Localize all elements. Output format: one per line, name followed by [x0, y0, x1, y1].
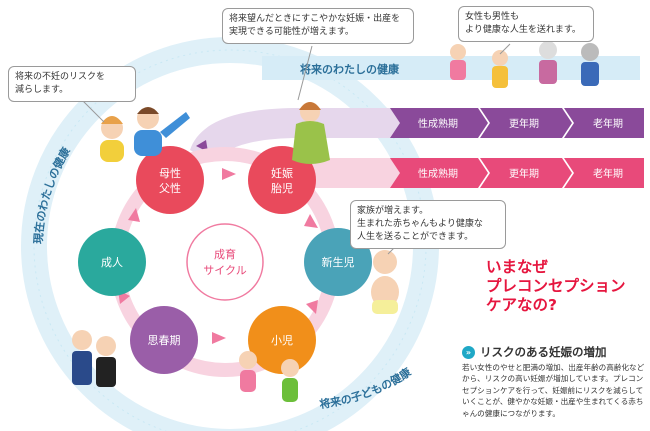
node-child: 小児	[248, 306, 316, 374]
callout-family: 家族が増えます。 生まれた赤ちゃんもより健康な 人生を送ることができます。	[350, 200, 506, 249]
risk-title-text: リスクのある妊娠の増加	[480, 345, 607, 359]
arrow-adult-parent	[128, 208, 140, 222]
cycle-arrows	[118, 168, 318, 344]
node-parent-line1: 母性	[159, 166, 181, 180]
node-newborn-label: 新生児	[322, 255, 355, 269]
node-child-label: 小児	[271, 334, 293, 347]
stage-row1-label-2: 老年期	[593, 117, 623, 130]
stage-row2-menopause-box	[480, 158, 572, 188]
risk-section: » リスクのある妊娠の増加 若い女性のやせと肥満の増加、出産年齢の高齢化などから…	[462, 344, 646, 419]
callout-both-sexes: 女性も男性も より健康な人生を送れます。	[458, 6, 594, 42]
stage-row2-label-1: 更年期	[509, 167, 539, 180]
stage-row1-elderly-box	[564, 108, 644, 138]
node-pregnancy-line2: 胎児	[271, 181, 293, 195]
pink-band	[300, 158, 400, 188]
why-preconception-care-heading: いまなぜ プレコンセプション ケアなの?	[486, 258, 626, 314]
teens-illustration	[72, 330, 116, 387]
stage-row-2: 性成熟期 更年期 老年期	[390, 158, 644, 188]
risk-body: 若い女性のやせと肥満の増加、出産年齢の高齢化などから、リスクの高い妊娠が増加して…	[462, 363, 645, 418]
stage-row-1: 性成熟期 更年期 老年期	[390, 108, 644, 138]
baby-illustration	[371, 250, 399, 314]
risk-title: » リスクのある妊娠の増加	[462, 344, 646, 360]
callout-pregnancy: 将来望んだときにすこやかな妊娠・出産を 実現できる可能性が増えます。	[222, 8, 414, 44]
callout-tail-pregnancy	[297, 45, 313, 101]
arrow-child-adolescence	[212, 332, 226, 344]
arrow-parent-pregnancy	[222, 168, 236, 180]
callout-tail-both-sexes	[499, 43, 511, 55]
stage-row2-label-2: 老年期	[593, 167, 623, 180]
cycle-center-line2: サイクル	[203, 264, 246, 277]
stage-row1-label-0: 性成熟期	[418, 117, 458, 130]
callout-infertility: 将来の不妊のリスクを 減らします。	[8, 66, 136, 102]
stage-row2-label-0: 性成熟期	[418, 167, 458, 180]
children-illustration	[239, 351, 299, 402]
stage-row1-mature-box	[390, 108, 488, 138]
stage-row1-menopause-box	[480, 108, 572, 138]
node-pregnancy-line1: 妊娠	[271, 166, 293, 180]
node-parent-line2: 父性	[159, 181, 181, 195]
stage-row2-elderly-box	[564, 158, 644, 188]
node-adult: 成人	[78, 228, 146, 296]
node-adult-label: 成人	[101, 256, 123, 269]
family-illustration	[450, 41, 599, 88]
stage-row1-label-1: 更年期	[509, 117, 539, 130]
node-adolescence: 思春期	[130, 306, 198, 374]
double-chevron-icon: »	[462, 345, 475, 359]
future-health-label: 将来のわたしの健康	[300, 62, 400, 76]
arrow-newborn-child	[306, 300, 318, 314]
stage-row2-mature-box	[390, 158, 488, 188]
node-pregnancy: 妊娠 胎児	[248, 146, 316, 214]
parents-illustration	[100, 107, 190, 162]
arrow-pregnancy-newborn	[304, 214, 318, 228]
node-adolescence-label: 思春期	[148, 334, 181, 347]
pregnant-woman-illustration	[292, 102, 330, 164]
cycle-center-line1: 成育	[214, 247, 236, 261]
cycle-center	[186, 223, 264, 301]
node-parent: 母性 父性	[136, 146, 204, 214]
